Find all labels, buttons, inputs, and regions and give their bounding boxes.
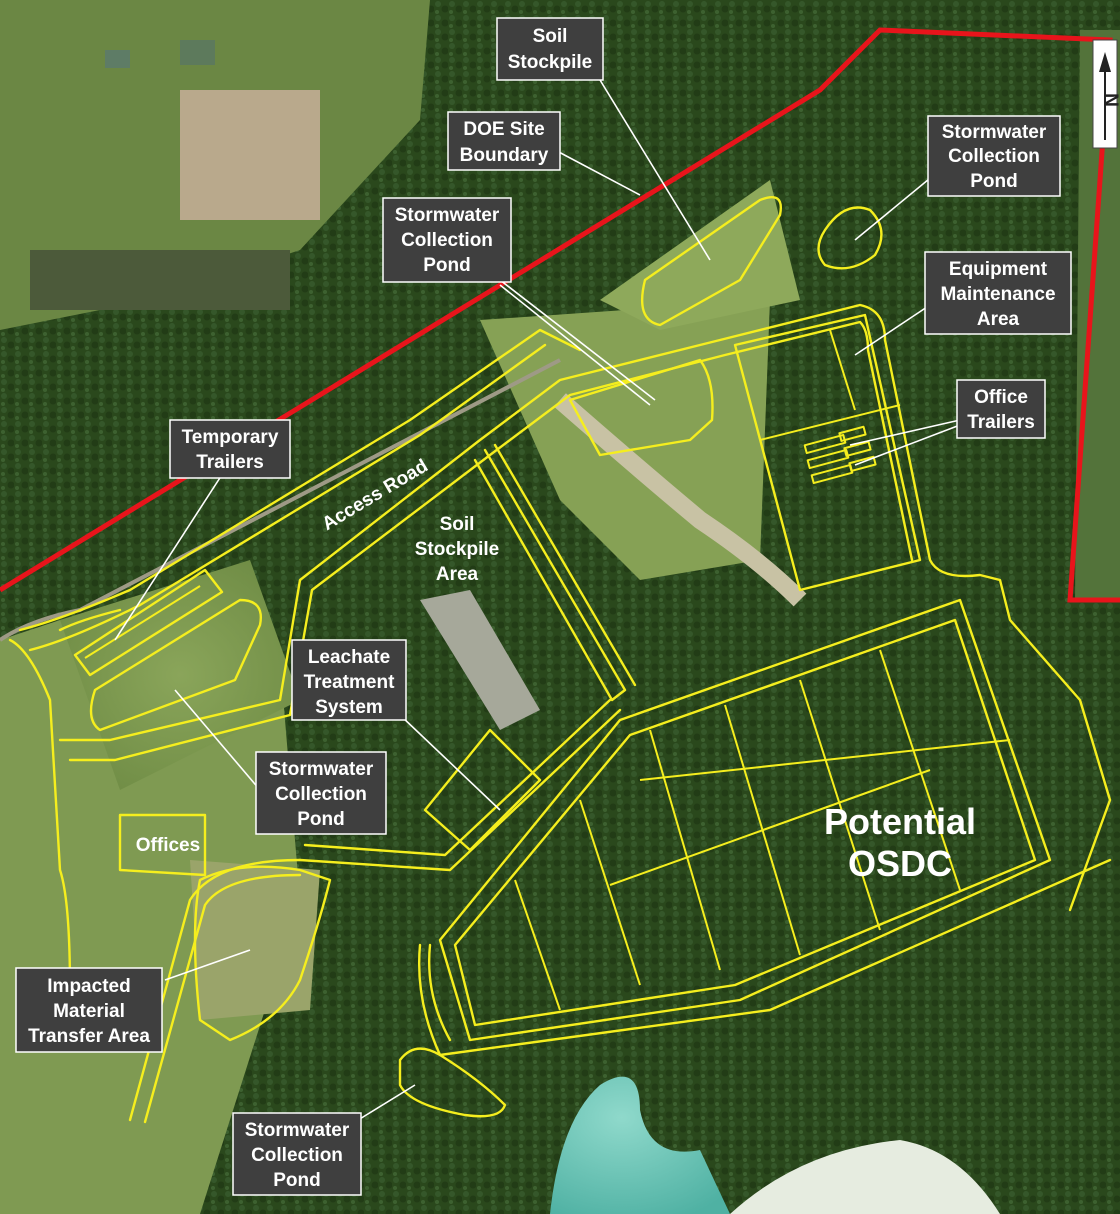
svg-text:Collection: Collection xyxy=(401,230,493,251)
svg-text:Stockpile: Stockpile xyxy=(508,52,592,73)
annotation-leaders xyxy=(114,79,961,1126)
label-soil-stockpile: Soil Stockpile xyxy=(496,17,604,81)
stormwater-pond-ne-outline xyxy=(817,206,883,270)
north-letter: N xyxy=(1100,93,1120,107)
svg-text:Collection: Collection xyxy=(948,146,1040,167)
leachate-treatment-outline xyxy=(423,728,542,852)
svg-text:Soil: Soil xyxy=(440,514,475,535)
svg-text:Trailers: Trailers xyxy=(967,412,1035,433)
svg-text:Collection: Collection xyxy=(275,784,367,805)
svg-text:Area: Area xyxy=(436,564,479,585)
label-stormwater-pond-center: Stormwater Collection Pond xyxy=(382,197,512,283)
label-soil-stockpile-area: Soil Stockpile Area xyxy=(415,514,499,585)
svg-text:Treatment: Treatment xyxy=(304,672,395,693)
label-offices: Offices xyxy=(136,835,200,856)
building xyxy=(180,40,215,65)
svg-text:Pond: Pond xyxy=(297,809,345,830)
offices-outline xyxy=(118,813,207,877)
svg-text:Temporary: Temporary xyxy=(182,427,279,448)
soil-stockpile-outline xyxy=(640,195,782,327)
label-leachate-treatment: Leachate Treatment System xyxy=(291,639,407,721)
building xyxy=(105,50,130,68)
svg-text:Boundary: Boundary xyxy=(460,145,549,166)
svg-text:Potential: Potential xyxy=(824,801,976,842)
potential-osdc-outline xyxy=(438,598,1052,1042)
temporary-trailers-outline xyxy=(73,568,224,677)
stormwater-pond-west-outline xyxy=(89,598,262,732)
office-trailers-outline xyxy=(803,425,877,485)
access-road-outline xyxy=(8,638,72,992)
svg-text:DOE Site: DOE Site xyxy=(463,119,544,140)
svg-text:Pond: Pond xyxy=(970,171,1018,192)
svg-text:Area: Area xyxy=(977,309,1020,330)
svg-text:Maintenance: Maintenance xyxy=(940,284,1055,305)
svg-text:Stormwater: Stormwater xyxy=(395,205,500,226)
svg-text:Collection: Collection xyxy=(251,1145,343,1166)
stormwater-pond-center-outline xyxy=(568,358,714,457)
pond-water xyxy=(550,1076,730,1214)
equipment-maintenance-outline xyxy=(733,313,922,592)
svg-text:Office: Office xyxy=(974,387,1028,408)
svg-text:Transfer Area: Transfer Area xyxy=(28,1026,150,1047)
label-temporary-trailers: Temporary Trailers xyxy=(169,419,291,479)
label-office-trailers: Office Trailers xyxy=(956,379,1046,439)
label-equipment-maintenance: Equipment Maintenance Area xyxy=(924,251,1072,335)
impacted-material-outline xyxy=(193,865,332,1042)
svg-text:Pond: Pond xyxy=(273,1170,321,1191)
svg-text:Soil: Soil xyxy=(533,26,568,47)
svg-text:OSDC: OSDC xyxy=(848,843,952,884)
svg-text:Stockpile: Stockpile xyxy=(415,539,499,560)
north-arrow-icon: N xyxy=(1092,39,1120,149)
svg-text:Equipment: Equipment xyxy=(949,259,1048,280)
label-stormwater-pond-ne: Stormwater Collection Pond xyxy=(927,115,1061,197)
svg-text:Trailers: Trailers xyxy=(196,452,264,473)
label-potential-osdc: Potential OSDC xyxy=(824,801,976,884)
gravel-yard xyxy=(180,90,320,220)
svg-text:Leachate: Leachate xyxy=(308,647,390,668)
label-stormwater-pond-west: Stormwater Collection Pond xyxy=(255,751,387,835)
label-impacted-material: Impacted Material Transfer Area xyxy=(15,967,163,1053)
svg-text:Pond: Pond xyxy=(423,255,471,276)
label-stormwater-pond-south: Stormwater Collection Pond xyxy=(232,1112,362,1196)
svg-text:Stormwater: Stormwater xyxy=(942,122,1047,143)
svg-text:Impacted: Impacted xyxy=(47,976,130,997)
svg-text:Stormwater: Stormwater xyxy=(245,1120,350,1141)
label-doe-site-boundary: DOE Site Boundary xyxy=(447,111,561,171)
site-features xyxy=(8,195,1112,1124)
svg-text:System: System xyxy=(315,697,383,718)
svg-text:Material: Material xyxy=(53,1001,125,1022)
stormwater-pond-south-outline xyxy=(398,1047,507,1118)
svg-text:Stormwater: Stormwater xyxy=(269,759,374,780)
soil-stockpile-area-outline xyxy=(473,448,627,702)
